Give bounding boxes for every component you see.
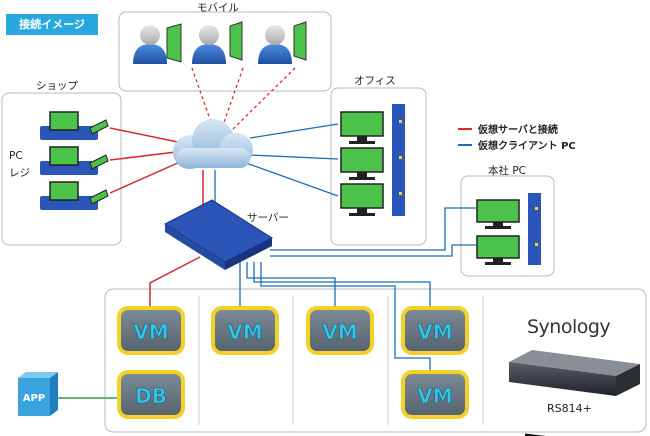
vm-box: VM (401, 370, 469, 419)
vm-label: VM (322, 320, 357, 344)
vm-box: VM (401, 306, 469, 355)
legend-blue-line (458, 143, 472, 146)
legend-server-link: 仮想サーバと接続 (458, 121, 558, 136)
vm-links (239, 262, 431, 370)
connection-image-tag: 接続イメージ (6, 14, 98, 35)
db-label: DB (135, 384, 167, 408)
register-icon (40, 181, 109, 210)
office-pc-icon (340, 104, 405, 144)
vm-box: VM (117, 306, 185, 355)
office-group-label: オフィス (354, 75, 396, 87)
hq-pc-icon (476, 229, 541, 265)
legend-label: 仮想サーバと接続 (478, 125, 558, 136)
hq-links (270, 207, 476, 257)
nas-device-icon (509, 350, 640, 436)
network-switch-icon (163, 199, 274, 270)
vm1-link (149, 256, 201, 307)
mobile-links (191, 67, 296, 131)
mobile-user-icon (192, 21, 243, 64)
vm-label: VM (227, 320, 262, 344)
mobile-user-icon (258, 21, 307, 64)
office-links (245, 123, 339, 197)
legend-red-line (458, 127, 472, 130)
legend-client-pc: 仮想クライアント PC (458, 137, 576, 152)
office-pc-icon (340, 140, 405, 180)
server-label: サーバー (247, 212, 289, 224)
hq-group-label: 本社 PC (488, 165, 527, 177)
legend-label: 仮想クライアント PC (478, 141, 576, 152)
nas-model-label: RS814+ (547, 402, 592, 415)
register-icon (40, 111, 109, 140)
register-icon (40, 146, 109, 175)
db-box: DB (117, 370, 185, 419)
register-label-reji: レジ (9, 167, 30, 179)
cloud-icon (173, 119, 253, 169)
office-pc-icon (340, 176, 405, 216)
mobile-group-label: モバイル (197, 2, 239, 14)
shop-links (109, 127, 181, 194)
register-label-pc: PC (9, 150, 23, 162)
hq-pc-icon (476, 193, 541, 229)
app-label: APP (23, 393, 45, 404)
vm-box: VM (211, 306, 279, 355)
vm-label: VM (417, 320, 452, 344)
vm-label: VM (417, 384, 452, 408)
app-cube-icon: APP (18, 372, 58, 416)
synology-logo: Synology (527, 316, 611, 338)
vm-label: VM (133, 320, 168, 344)
mobile-user-icon (133, 23, 182, 64)
shop-group-label: ショップ (36, 80, 78, 92)
vm-box: VM (306, 306, 374, 355)
